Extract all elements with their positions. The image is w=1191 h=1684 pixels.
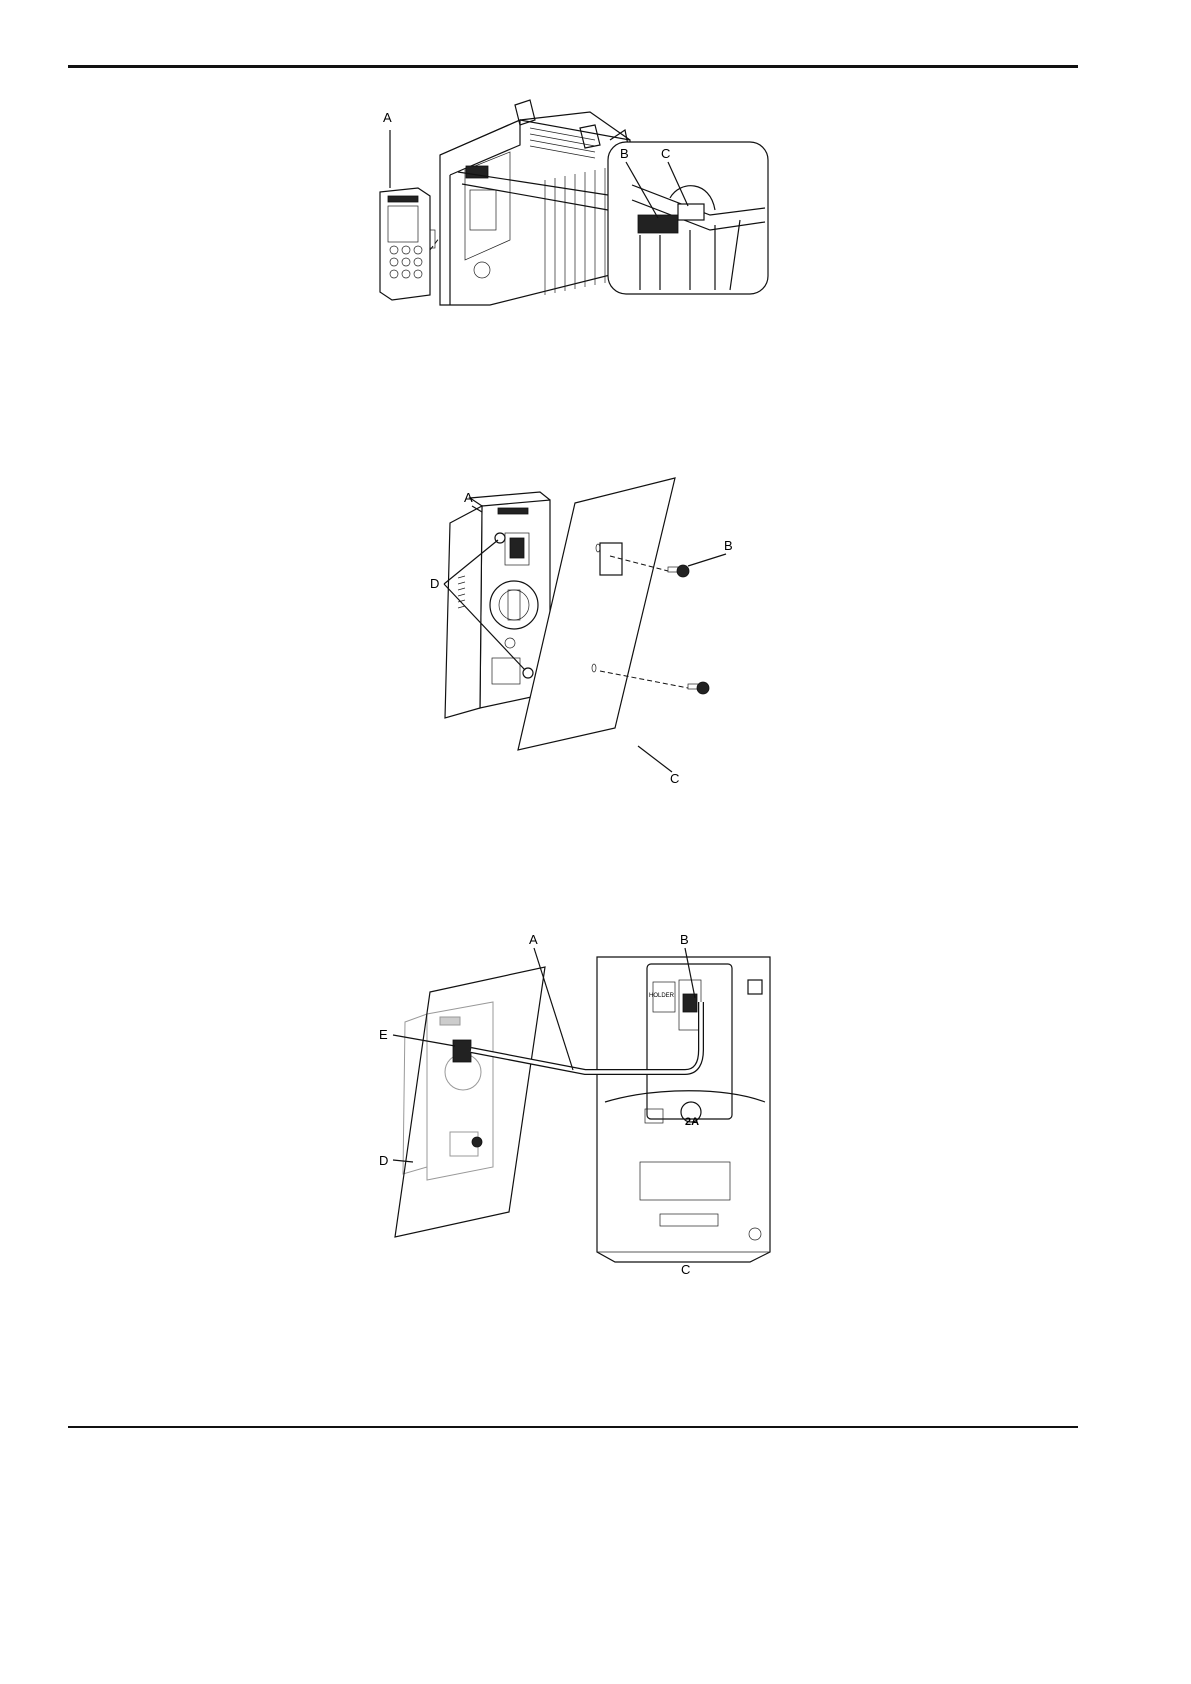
drive-model-badge: 2A — [685, 1116, 699, 1128]
screw-illustration — [668, 565, 709, 694]
drive-front-illustration — [597, 957, 770, 1262]
callout-c: C — [681, 1262, 690, 1277]
panel-bracket-illustration — [395, 967, 545, 1237]
figure-cable-connection: HOLDER 2A A B C D E — [385, 922, 785, 1277]
callout-c: C — [670, 771, 679, 786]
drive-holder-label: HOLDER — [649, 993, 675, 999]
figure-panel-mount: A B D C — [410, 478, 740, 798]
keypad-illustration — [380, 188, 435, 300]
callout-e: E — [379, 1027, 388, 1042]
callout-b: B — [620, 146, 629, 161]
callout-b: B — [680, 932, 689, 947]
callout-b: B — [724, 538, 733, 553]
callout-c: C — [661, 146, 670, 161]
callout-d: D — [379, 1153, 388, 1168]
callout-a: A — [464, 490, 473, 505]
callout-d: D — [430, 576, 439, 591]
figure-keypad-removal: A — [370, 100, 810, 305]
footer-rule — [68, 1426, 1078, 1428]
header-rule — [68, 65, 1078, 68]
callout-a: A — [383, 110, 392, 125]
callout-a: A — [529, 932, 538, 947]
drive-illustration — [440, 100, 630, 305]
